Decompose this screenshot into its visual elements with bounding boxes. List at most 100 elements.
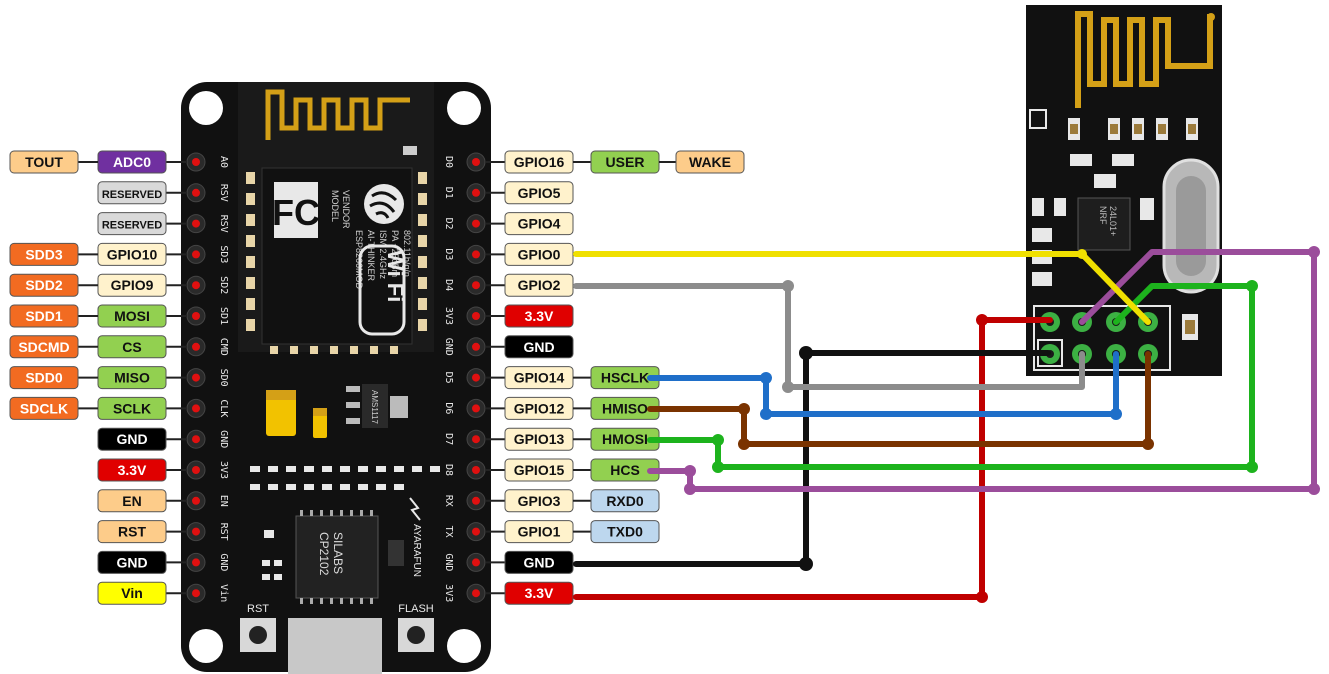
pin-label-text: RXD0 [606, 493, 644, 509]
regulator-icon [362, 384, 388, 428]
pin-silkscreen: CLK [218, 399, 229, 417]
nrf-chip [1077, 197, 1131, 251]
pin-label-text: GPIO5 [518, 185, 561, 201]
pin-label-text: SDD2 [25, 277, 63, 293]
pin-silkscreen: TX [443, 526, 454, 538]
pin-dot-icon [472, 404, 480, 413]
pin-label-text: GPIO4 [518, 216, 561, 232]
pin-label-text: 3.3V [118, 462, 147, 478]
pin-label-rst [97, 520, 167, 544]
pin-dot-icon [192, 373, 200, 382]
pin-silkscreen: CMD [218, 338, 229, 356]
pin-dot-icon [472, 496, 480, 505]
usb-chip-text: SILABS [331, 532, 345, 574]
wire-gnd [573, 350, 1051, 567]
pin-dot-icon [472, 219, 480, 228]
fcc-text: FC [272, 192, 320, 233]
rst-button-label: RST [247, 603, 269, 615]
pin-label-text: TOUT [25, 154, 63, 170]
pin-label-sdd2 [9, 273, 79, 297]
pin-label-sdcmd [9, 335, 79, 359]
wifi-text: Wi Fi [383, 250, 408, 302]
rst-button[interactable] [240, 618, 276, 652]
pin-dot-icon [192, 404, 200, 413]
pin-label-text: HCS [610, 462, 640, 478]
pin-silkscreen: Vin [218, 584, 229, 602]
pin-dot-icon [192, 589, 200, 598]
pin-silkscreen: RSV [218, 215, 229, 233]
pin-label-text: HSCLK [601, 370, 649, 386]
diode-icon [388, 540, 404, 566]
pin-label-gnd [504, 335, 574, 359]
pin-label-gnd [97, 427, 167, 451]
pin-label-text: Vin [121, 585, 143, 601]
pin-silkscreen: D0 [443, 156, 454, 168]
pin-label-reserved [97, 212, 167, 236]
antenna-trace-icon [265, 89, 410, 140]
pin-label-text: USER [606, 154, 645, 170]
pin-silkscreen: A0 [218, 156, 229, 168]
left-pin-labels: ADC0TOUTRESERVEDRESERVEDGPIO10SDD3GPIO9S… [9, 150, 187, 605]
pin-dot-icon [192, 158, 200, 166]
module-text: 802.11b/g/n [402, 230, 412, 277]
pin-silkscreen: 3V3 [443, 584, 454, 602]
pin-label-text: CS [122, 339, 141, 355]
pin-label-text: RESERVED [102, 220, 162, 232]
pin-label-gpio0 [504, 242, 574, 266]
mount-hole [189, 91, 223, 125]
pin-label-text: GPIO2 [518, 277, 561, 293]
pin-dot-icon [472, 466, 480, 474]
pin-label-reserved [97, 181, 167, 205]
pin-label-text: RST [118, 524, 146, 540]
flash-button[interactable] [398, 618, 434, 652]
pin-label-text: GND [116, 554, 147, 570]
pin-label-text: GPIO13 [514, 431, 565, 447]
pin-label-text: SDCLK [20, 400, 68, 416]
pin-silkscreen: D6 [443, 402, 454, 414]
pin-silkscreen: EN [218, 495, 229, 507]
pin-dot-icon [192, 188, 200, 197]
usb-port [288, 618, 382, 674]
pin-dot-icon [472, 250, 480, 259]
pin-silkscreen: GND [443, 553, 454, 571]
module-text: AI-THINKER [366, 230, 376, 282]
pin-silkscreen: GND [218, 430, 229, 448]
flash-button-label: FLASH [398, 603, 434, 615]
pin-silkscreen: 3V3 [443, 307, 454, 325]
pin-label-text: HMOSI [602, 431, 648, 447]
pin-label-text: RESERVED [102, 189, 162, 201]
module-text: PA +25dBm [390, 230, 400, 277]
nrf-chip-text: 24L01+ [1108, 206, 1118, 236]
pin-silkscreen: D7 [443, 433, 454, 445]
pin-label-text: 3.3V [525, 585, 554, 601]
pin-silkscreen: GND [443, 338, 454, 356]
pin-label-text: GPIO16 [514, 154, 565, 170]
pin-label-wake [675, 150, 745, 174]
wifi-logo-icon [358, 244, 406, 336]
nrf-antenna-icon [1075, 11, 1213, 108]
pin-silkscreen: SD2 [218, 276, 229, 294]
pin-label-text: GPIO15 [514, 462, 565, 478]
pin-silkscreen: RX [443, 495, 454, 507]
pin-label-text: SDD0 [25, 370, 63, 386]
pin-label-gpio4 [504, 212, 574, 236]
pin-dot-icon [472, 281, 480, 290]
pin-label-text: HMISO [602, 400, 648, 416]
mount-hole [189, 629, 223, 663]
pin-label-sdclk [9, 396, 79, 420]
pin-silkscreen: SD3 [218, 245, 229, 263]
pin-dot-icon [192, 281, 200, 290]
pin-label-text: SDD3 [25, 246, 63, 262]
pin-silkscreen: SD1 [218, 307, 229, 325]
pin-label-text: MOSI [114, 308, 150, 324]
pin-label-txd0 [590, 520, 660, 544]
pin-dot-icon [472, 312, 480, 320]
pin-dot-icon [472, 342, 480, 351]
pin-dot-icon [472, 435, 480, 444]
wire-joints [684, 246, 1320, 603]
nrf24l01-module: NRF 24L01+ [1026, 5, 1222, 376]
module-text: MODEL [330, 190, 340, 222]
pin-dot-icon [472, 188, 480, 197]
